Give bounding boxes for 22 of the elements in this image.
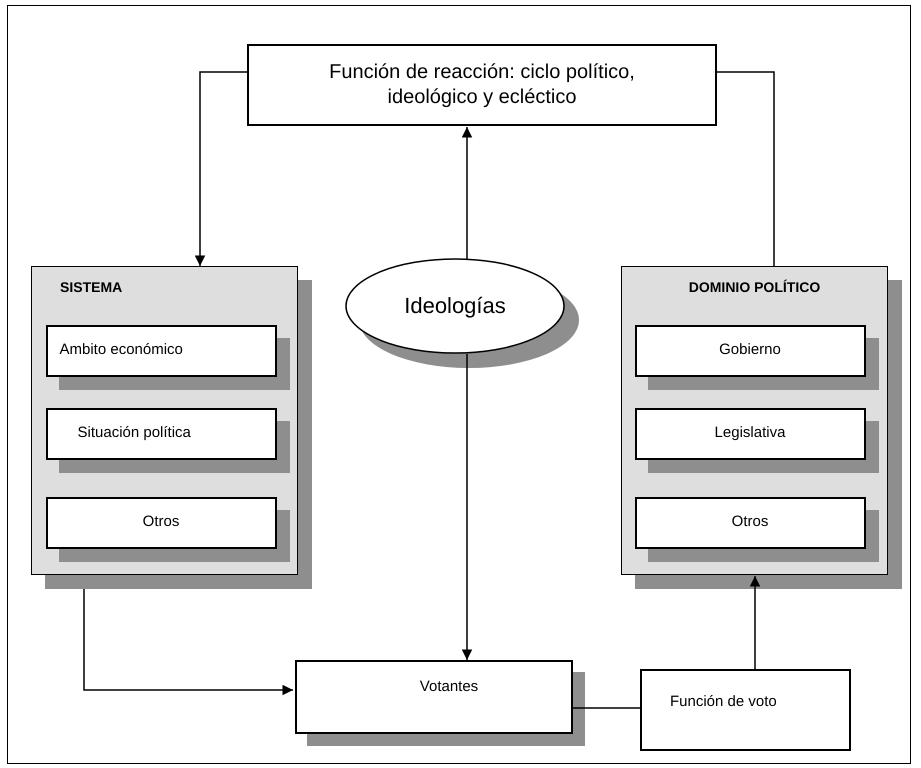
node-label: Legislativa <box>714 424 786 443</box>
vote-function-box <box>640 669 851 751</box>
arrow <box>194 71 247 266</box>
node-label: Ambito económico <box>60 341 183 360</box>
node-label: Otros <box>732 513 768 532</box>
node-label: Función de voto <box>670 693 777 712</box>
arrow <box>462 354 472 660</box>
arrow <box>83 589 293 696</box>
node-label: Situación política <box>78 424 191 443</box>
node-label: Ideologías <box>404 292 506 320</box>
node-label: Otros <box>142 513 180 532</box>
arrow <box>750 576 760 669</box>
node-label: Gobierno <box>719 341 781 360</box>
panel-heading: SISTEMA <box>60 279 122 296</box>
ideology-ellipse <box>345 258 565 354</box>
reaction-function-box <box>247 44 717 126</box>
node-label: Función de reacción: ciclo político, ideológico y ecléctico <box>328 60 636 110</box>
arrow <box>462 127 472 260</box>
connector-line <box>573 707 640 709</box>
panel-heading: DOMINIO POLÍTICO <box>688 279 820 296</box>
connector-line <box>717 71 775 266</box>
node-label: Votantes <box>420 678 478 697</box>
